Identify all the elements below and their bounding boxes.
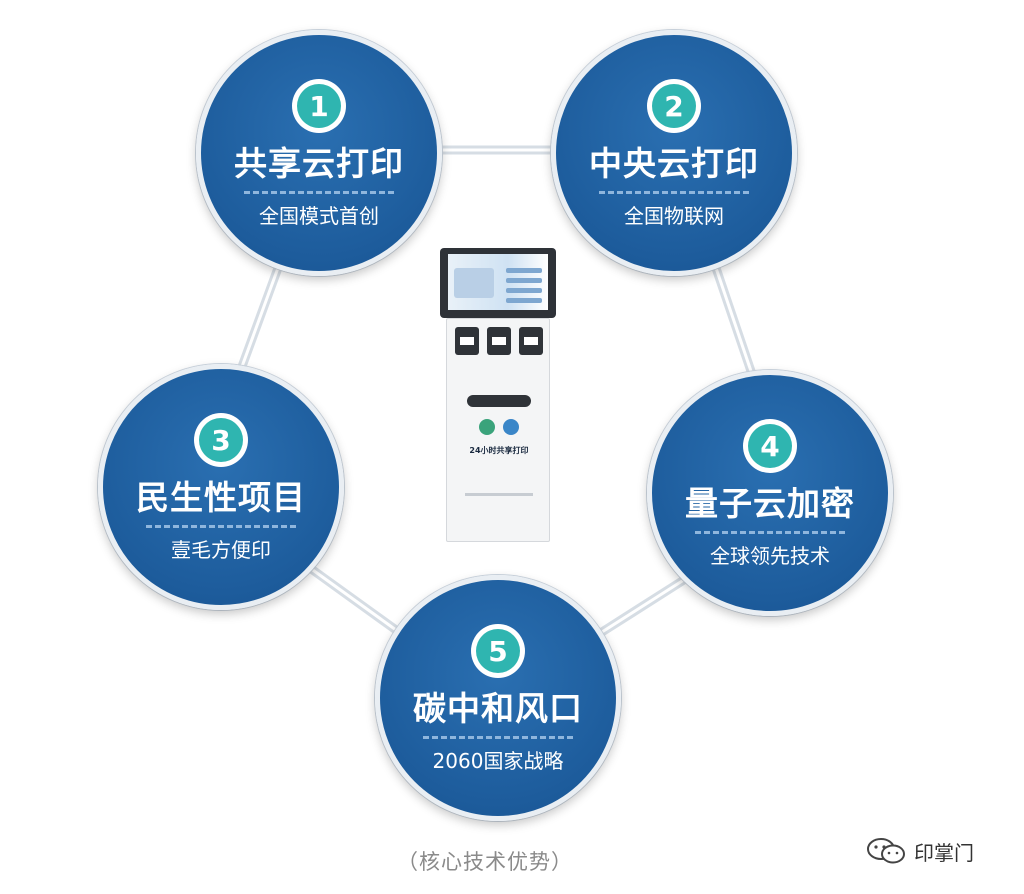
figure-caption: （核心技术优势）	[397, 850, 573, 874]
feature-title: 碳中和风口	[413, 689, 583, 728]
kiosk-label: 24小时共享打印	[469, 446, 529, 455]
brand-name: 印掌门	[914, 840, 974, 865]
number-badge: 5	[471, 624, 525, 678]
feature-subtitle: 全国模式首创	[259, 203, 379, 228]
feature-circle-5: 5 碳中和风口 2060国家战略	[375, 575, 621, 821]
feature-title: 量子云加密	[685, 484, 855, 523]
dashed-divider	[423, 735, 573, 739]
feature-subtitle: 2060国家战略	[432, 748, 564, 773]
card-reader-slot	[455, 327, 479, 355]
number-badge: 1	[292, 79, 346, 133]
number-badge: 4	[743, 419, 797, 473]
kiosk-body: 24小时共享打印	[446, 318, 550, 542]
dashed-divider	[599, 190, 749, 194]
brand-watermark: 印掌门	[866, 836, 974, 866]
printing-kiosk-image: 24小时共享打印	[436, 248, 560, 542]
scanner-slot	[487, 327, 511, 355]
number-badge: 2	[647, 79, 701, 133]
feature-subtitle: 壹毛方便印	[171, 537, 271, 562]
kiosk-green-icon	[479, 419, 495, 435]
printer-slot	[519, 327, 543, 355]
feature-subtitle: 全国物联网	[624, 203, 724, 228]
feature-circle-1: 1 共享云打印 全国模式首创	[196, 30, 442, 276]
feature-subtitle: 全球领先技术	[710, 543, 830, 568]
feature-circle-3: 3 民生性项目 壹毛方便印	[98, 364, 344, 610]
feature-title: 民生性项目	[136, 478, 306, 517]
dashed-divider	[695, 530, 845, 534]
feature-title: 共享云打印	[234, 144, 404, 183]
dashed-divider	[146, 524, 296, 528]
number-badge: 3	[194, 413, 248, 467]
feature-circle-2: 2 中央云打印 全国物联网	[551, 30, 797, 276]
feature-circle-4: 4 量子云加密 全球领先技术	[647, 370, 893, 616]
kiosk-footer-line	[465, 493, 533, 496]
feature-title: 中央云打印	[589, 144, 759, 183]
kiosk-screen	[440, 248, 556, 318]
kiosk-blue-icon	[503, 419, 519, 435]
dashed-divider	[244, 190, 394, 194]
output-tray	[467, 395, 531, 407]
wechat-icon	[867, 838, 905, 864]
